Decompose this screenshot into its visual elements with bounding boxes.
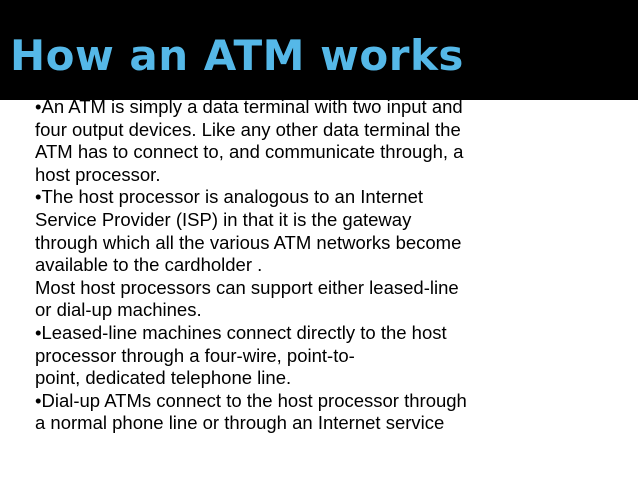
body-line: •The host processor is analogous to an I… xyxy=(35,186,424,208)
body-line: Service Provider (ISP) in that it is the… xyxy=(35,208,412,230)
body-line: processor through a four-wire, point-to- xyxy=(35,344,355,366)
slide-body: •An ATM is simply a data terminal with t… xyxy=(35,96,635,435)
body-line: through which all the various ATM networ… xyxy=(35,231,462,253)
slide-title: How an ATM works xyxy=(10,31,464,80)
body-line: Most host processors can support either … xyxy=(35,276,459,298)
body-line: •An ATM is simply a data terminal with t… xyxy=(35,96,463,117)
body-line: •Leased-line machines connect directly t… xyxy=(35,321,447,343)
body-line: available to the cardholder . xyxy=(35,254,263,276)
body-line: four output devices. Like any other data… xyxy=(35,118,461,140)
title-bar: How an ATM works xyxy=(0,0,638,100)
body-line: ATM has to connect to, and communicate t… xyxy=(35,141,464,163)
body-line: •Dial-up ATMs connect to the host proces… xyxy=(35,389,467,411)
body-line: or dial-up machines. xyxy=(35,299,202,321)
body-line: point, dedicated telephone line. xyxy=(35,367,292,389)
body-line: a normal phone line or through an Intern… xyxy=(35,412,445,434)
body-line: host processor. xyxy=(35,163,161,185)
